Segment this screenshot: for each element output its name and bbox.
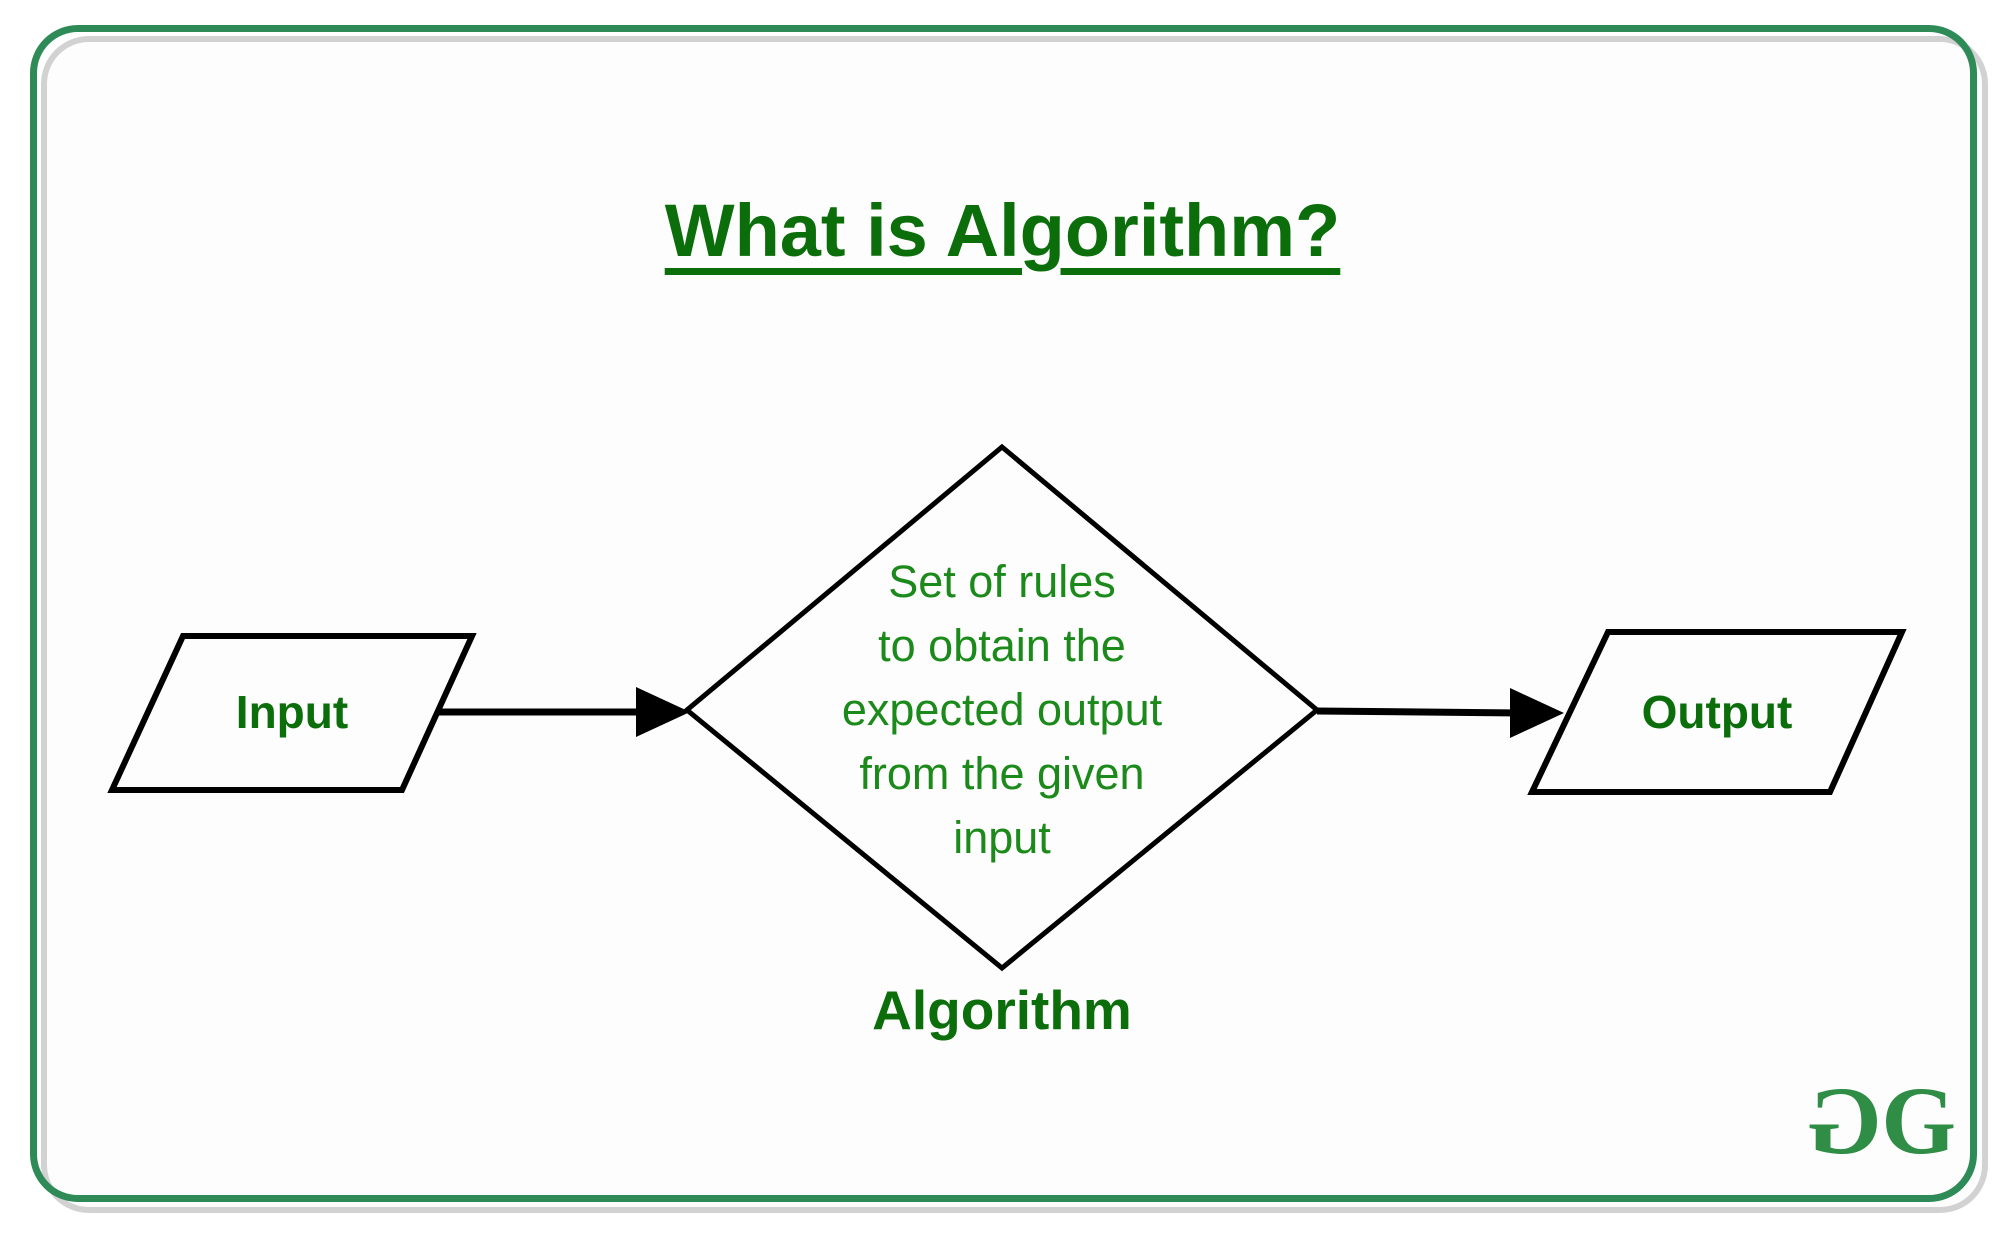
output-parallelogram-shape	[1527, 629, 1907, 795]
diamond-caption: Algorithm	[872, 979, 1132, 1041]
process-text-line: to obtain the	[878, 620, 1126, 671]
process-text-line: Set of rules	[888, 556, 1116, 607]
logo-letter-g: G	[1881, 1067, 1956, 1174]
arrow-input-to-process-head-icon	[636, 687, 690, 737]
process-diamond-shape	[683, 443, 1321, 972]
input-node-label: Input	[235, 686, 349, 738]
outer-frame-border	[30, 25, 1977, 1202]
inner-frame-border	[41, 36, 1988, 1213]
process-text-line: expected output	[841, 684, 1163, 735]
arrow-process-to-output-head-icon	[1510, 688, 1564, 738]
output-node-label: Output	[1641, 686, 1793, 738]
arrow-process-to-output-line	[1316, 707, 1521, 717]
input-parallelogram-shape	[107, 633, 477, 793]
process-text-line: input	[953, 812, 1051, 863]
page-title: What is Algorithm?	[664, 189, 1341, 272]
logo-letter-mirrored-g: G	[1814, 1067, 1882, 1174]
process-node-text: Set of rules to obtain the expected outp…	[802, 550, 1202, 870]
geeksforgeeks-logo: GG	[1814, 1067, 1956, 1174]
process-text-line: from the given	[859, 748, 1145, 799]
